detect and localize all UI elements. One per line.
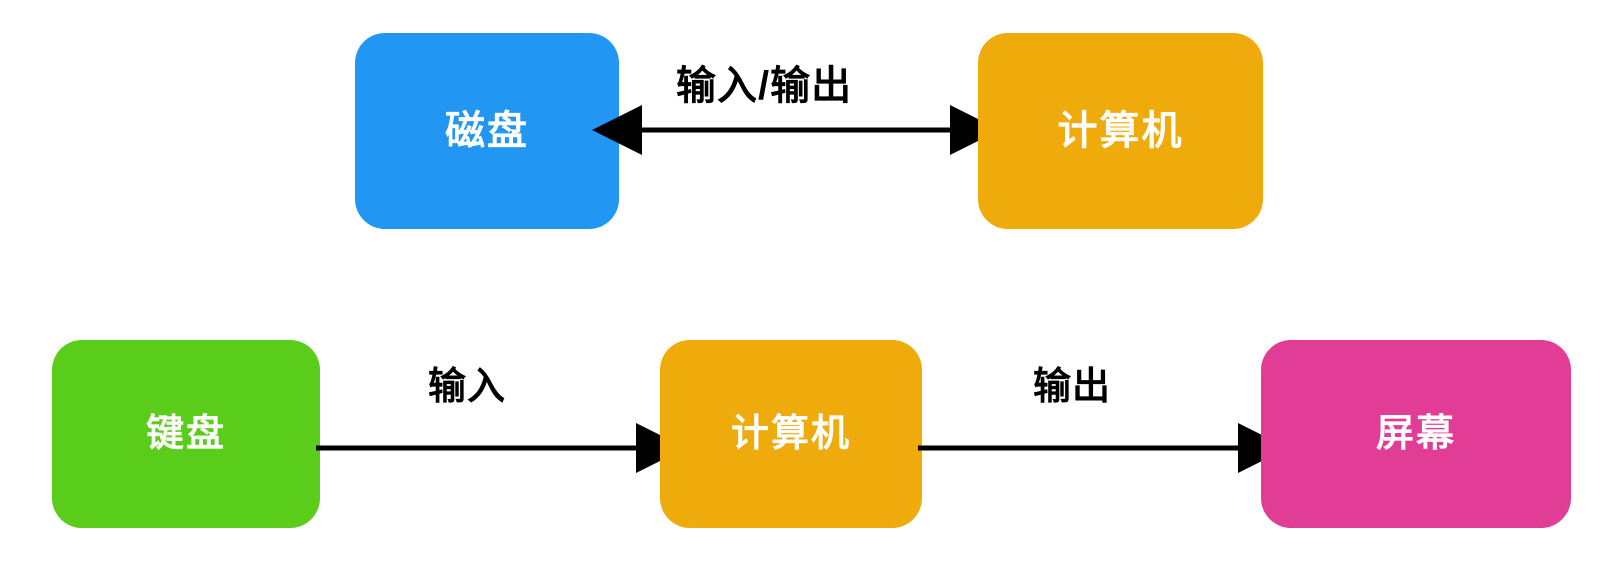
node-disk[interactable]: 磁盘 (355, 33, 619, 229)
node-computer-bottom[interactable]: 计算机 (660, 340, 922, 528)
edge-output-arrow (918, 423, 1288, 473)
edge-label-io: 输入/输出 (676, 64, 853, 108)
node-computer-bottom-label: 计算机 (730, 413, 851, 455)
node-keyboard-label: 键盘 (145, 413, 226, 455)
edge-label-output: 输出 (1033, 366, 1112, 408)
node-computer-top[interactable]: 计算机 (978, 33, 1263, 229)
edge-input-arrow (316, 423, 686, 473)
node-disk-label: 磁盘 (445, 109, 529, 153)
node-computer-top-label: 计算机 (1057, 109, 1184, 153)
edge-io-arrow (592, 105, 1000, 155)
node-screen[interactable]: 屏幕 (1261, 340, 1571, 528)
node-keyboard[interactable]: 键盘 (52, 340, 320, 528)
edge-label-input: 输入 (428, 366, 507, 408)
node-screen-label: 屏幕 (1375, 413, 1456, 455)
